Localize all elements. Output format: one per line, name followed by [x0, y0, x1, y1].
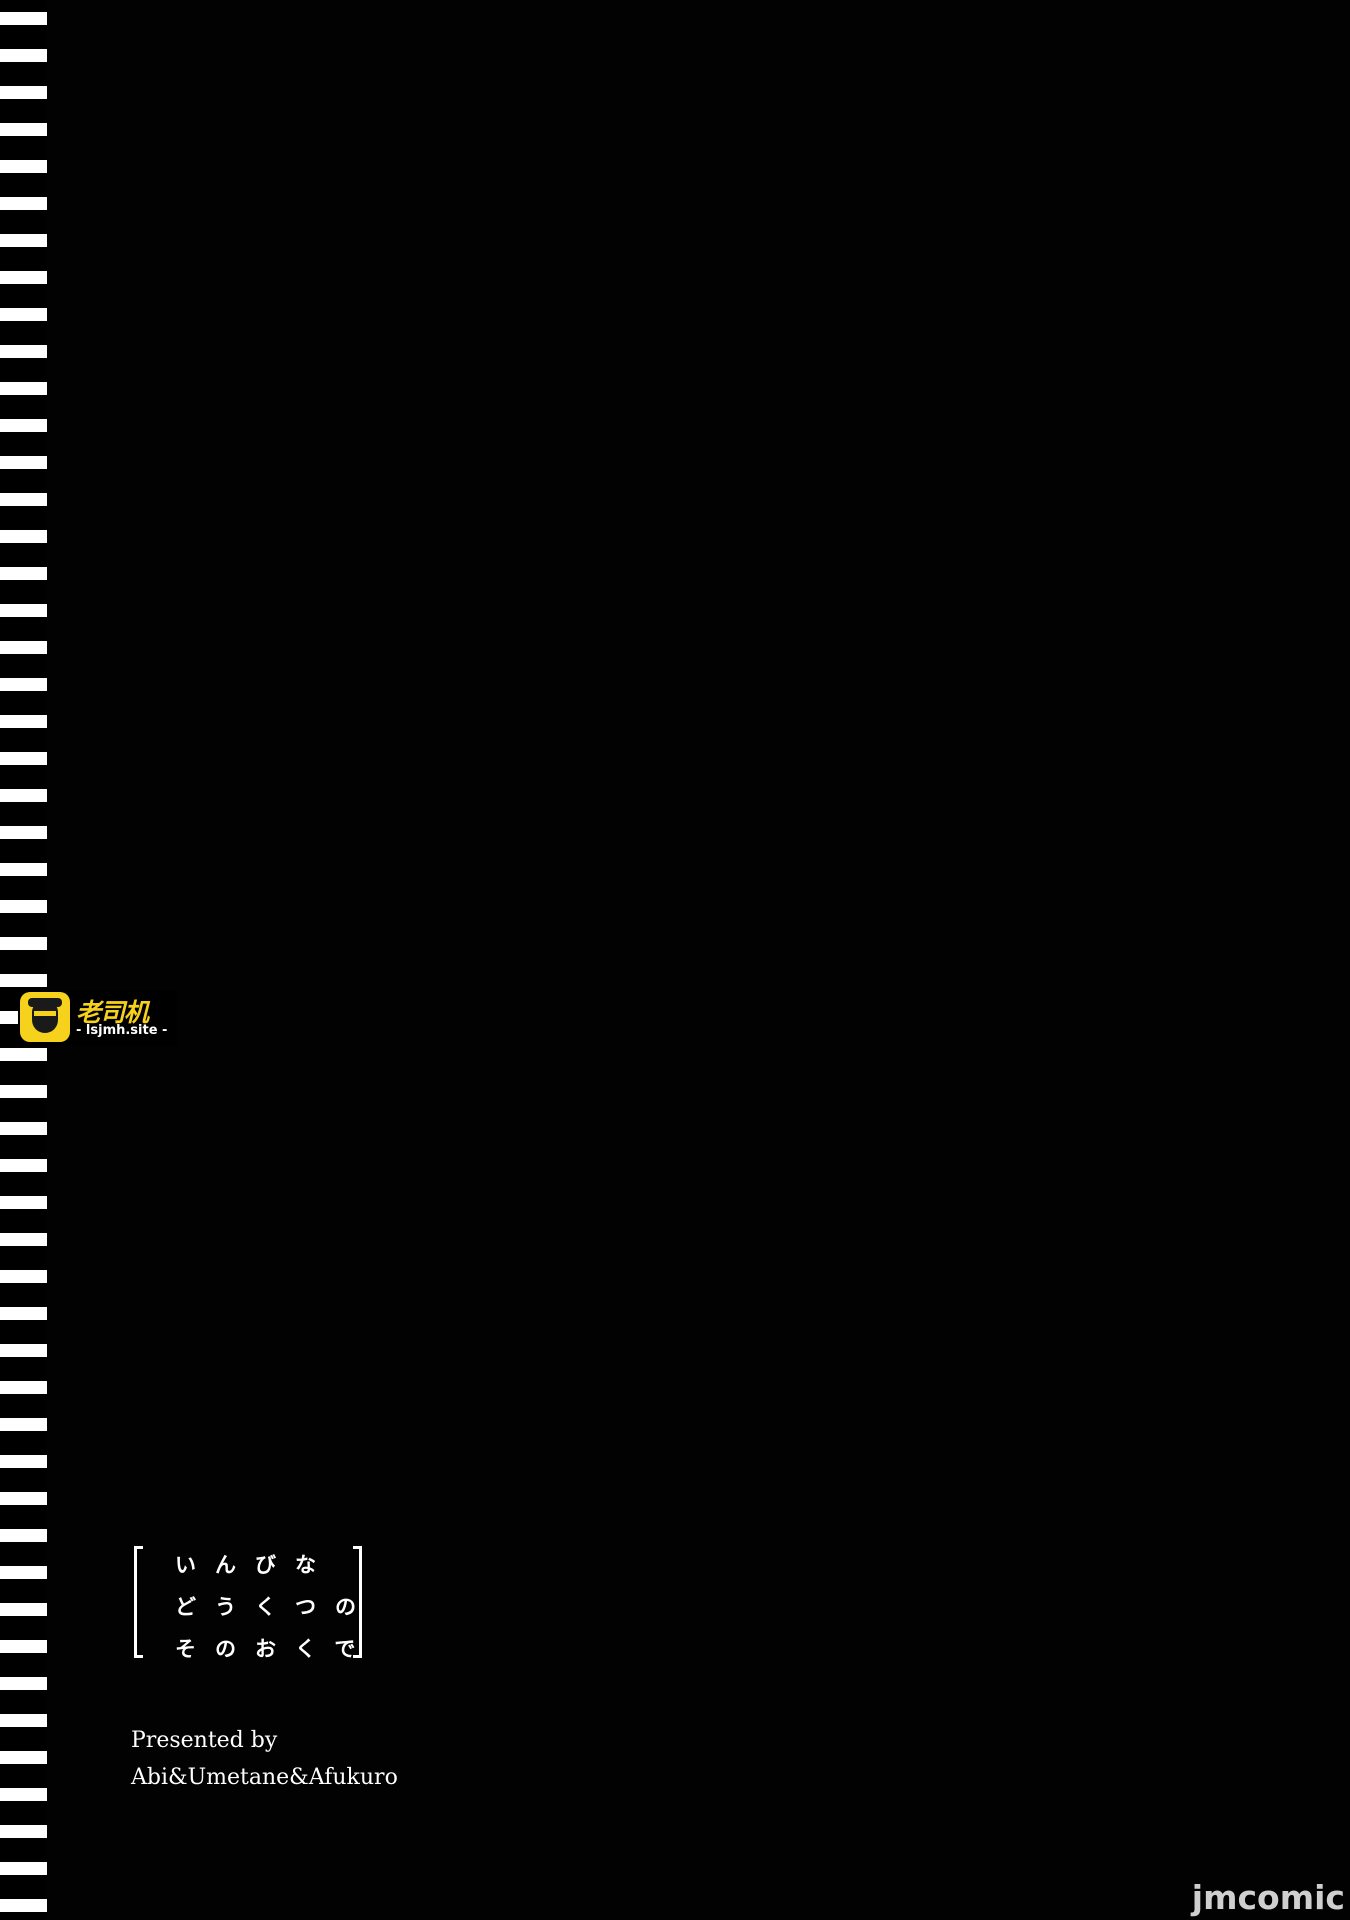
- credits-presented-by: Presented by: [131, 1728, 278, 1753]
- book-title-line-3: そのおくで: [175, 1637, 375, 1661]
- right-bracket: [353, 1546, 362, 1658]
- site-watermark: 老司机 - lsjmh.site -: [18, 990, 178, 1046]
- watermark-title: 老司机: [76, 998, 149, 1027]
- book-title-line-1: いんびな: [175, 1553, 335, 1577]
- watermark-site: - lsjmh.site -: [76, 1023, 168, 1038]
- driver-face-icon: [20, 992, 70, 1042]
- publisher-logo: jmcomic: [1191, 1878, 1345, 1917]
- left-bracket: [134, 1546, 143, 1658]
- credits: Presented by Abi&Umetane&Afukuro: [131, 1722, 398, 1796]
- book-title-frame: いんびな どうくつの そのおくで: [134, 1546, 362, 1661]
- left-stripe-border: [0, 0, 47, 1920]
- credits-authors: Abi&Umetane&Afukuro: [131, 1765, 398, 1790]
- book-title-line-2: どうくつの: [175, 1595, 375, 1619]
